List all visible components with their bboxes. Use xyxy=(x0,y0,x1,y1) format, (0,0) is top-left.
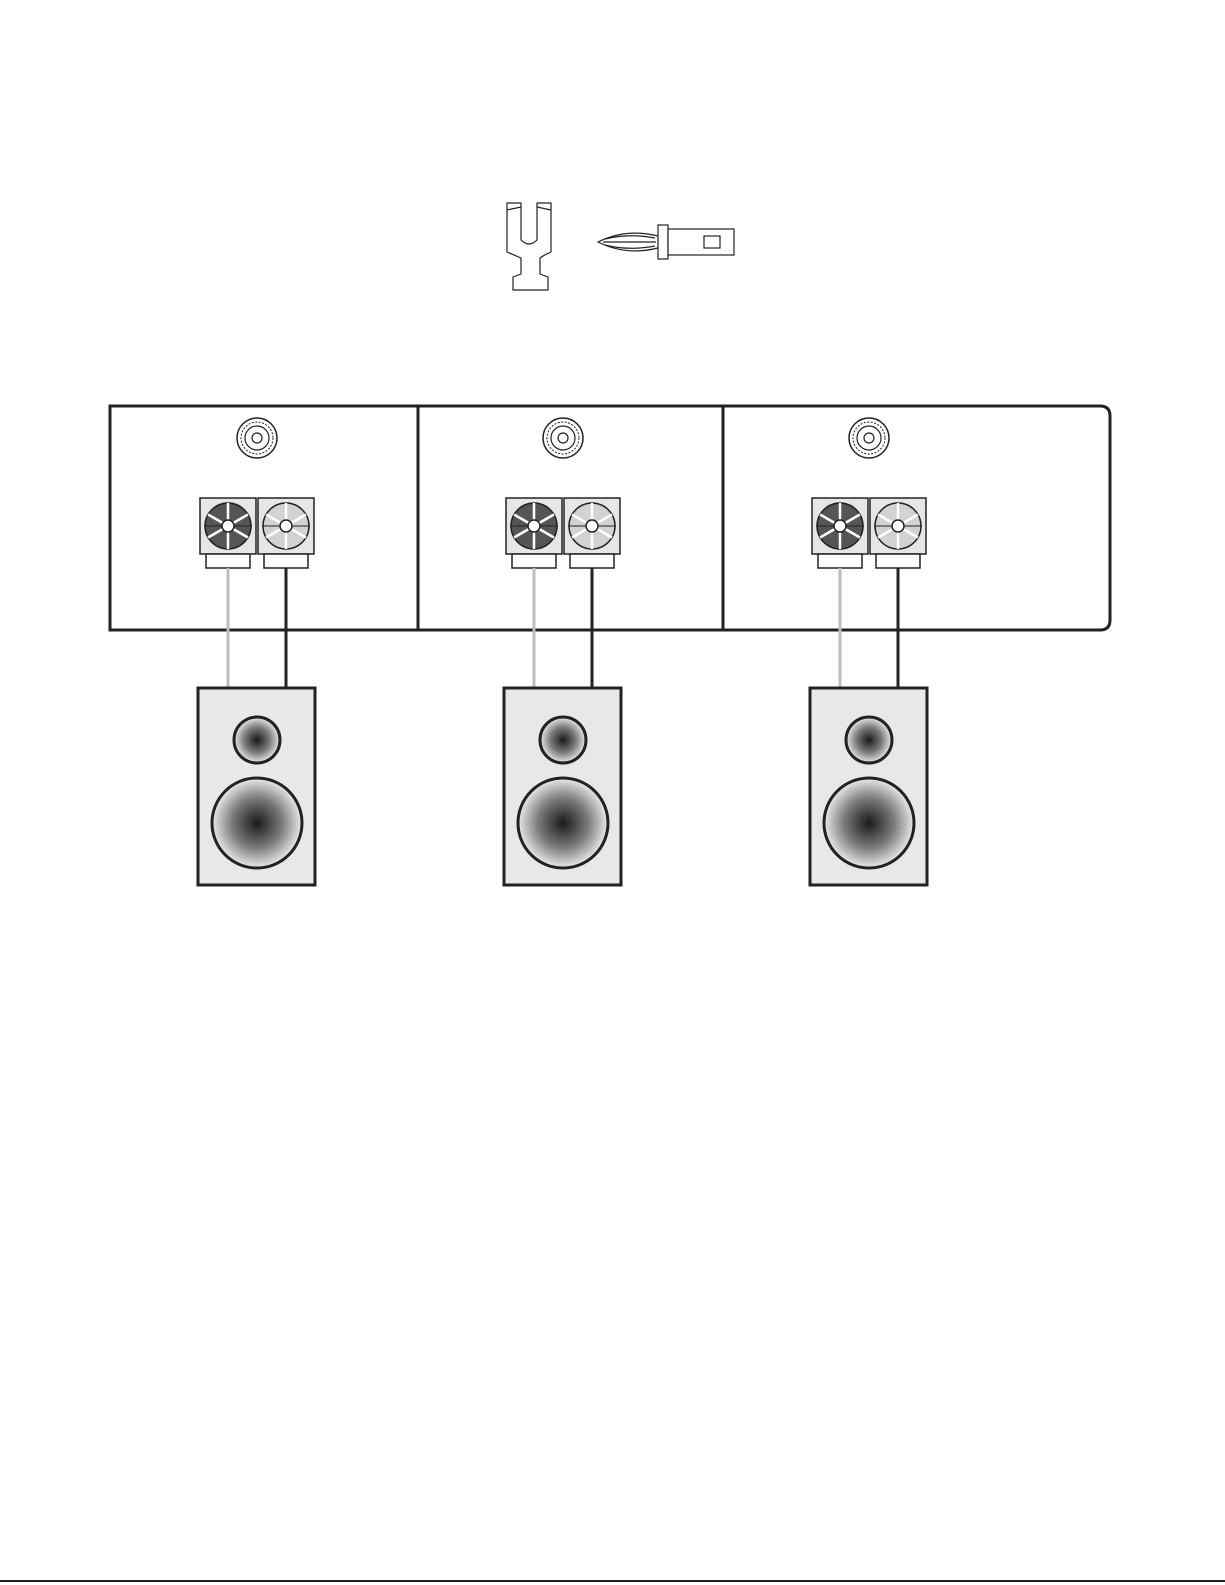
speaker-2 xyxy=(504,688,621,885)
binding-post-terminal xyxy=(200,498,256,568)
binding-post-terminal xyxy=(258,498,314,568)
speaker-tweeter xyxy=(234,717,280,763)
input-jack xyxy=(849,418,889,458)
speaker-woofer xyxy=(212,778,302,868)
binding-post-terminal xyxy=(870,498,926,568)
page-bottom-rule xyxy=(0,1580,1225,1582)
speaker-tweeter xyxy=(540,717,586,763)
binding-post-terminal xyxy=(812,498,868,568)
speaker-tweeter xyxy=(846,717,892,763)
speaker-woofer xyxy=(824,778,914,868)
input-jack xyxy=(543,418,583,458)
speaker-3 xyxy=(810,688,927,885)
binding-post-terminal xyxy=(564,498,620,568)
binding-post-terminal xyxy=(506,498,562,568)
speaker-1 xyxy=(198,688,315,885)
speaker-woofer xyxy=(518,778,608,868)
input-jack xyxy=(237,418,277,458)
banana-plug-icon xyxy=(598,225,734,259)
amplifier-panel xyxy=(110,406,1110,630)
spade-connector-icon xyxy=(507,203,551,290)
